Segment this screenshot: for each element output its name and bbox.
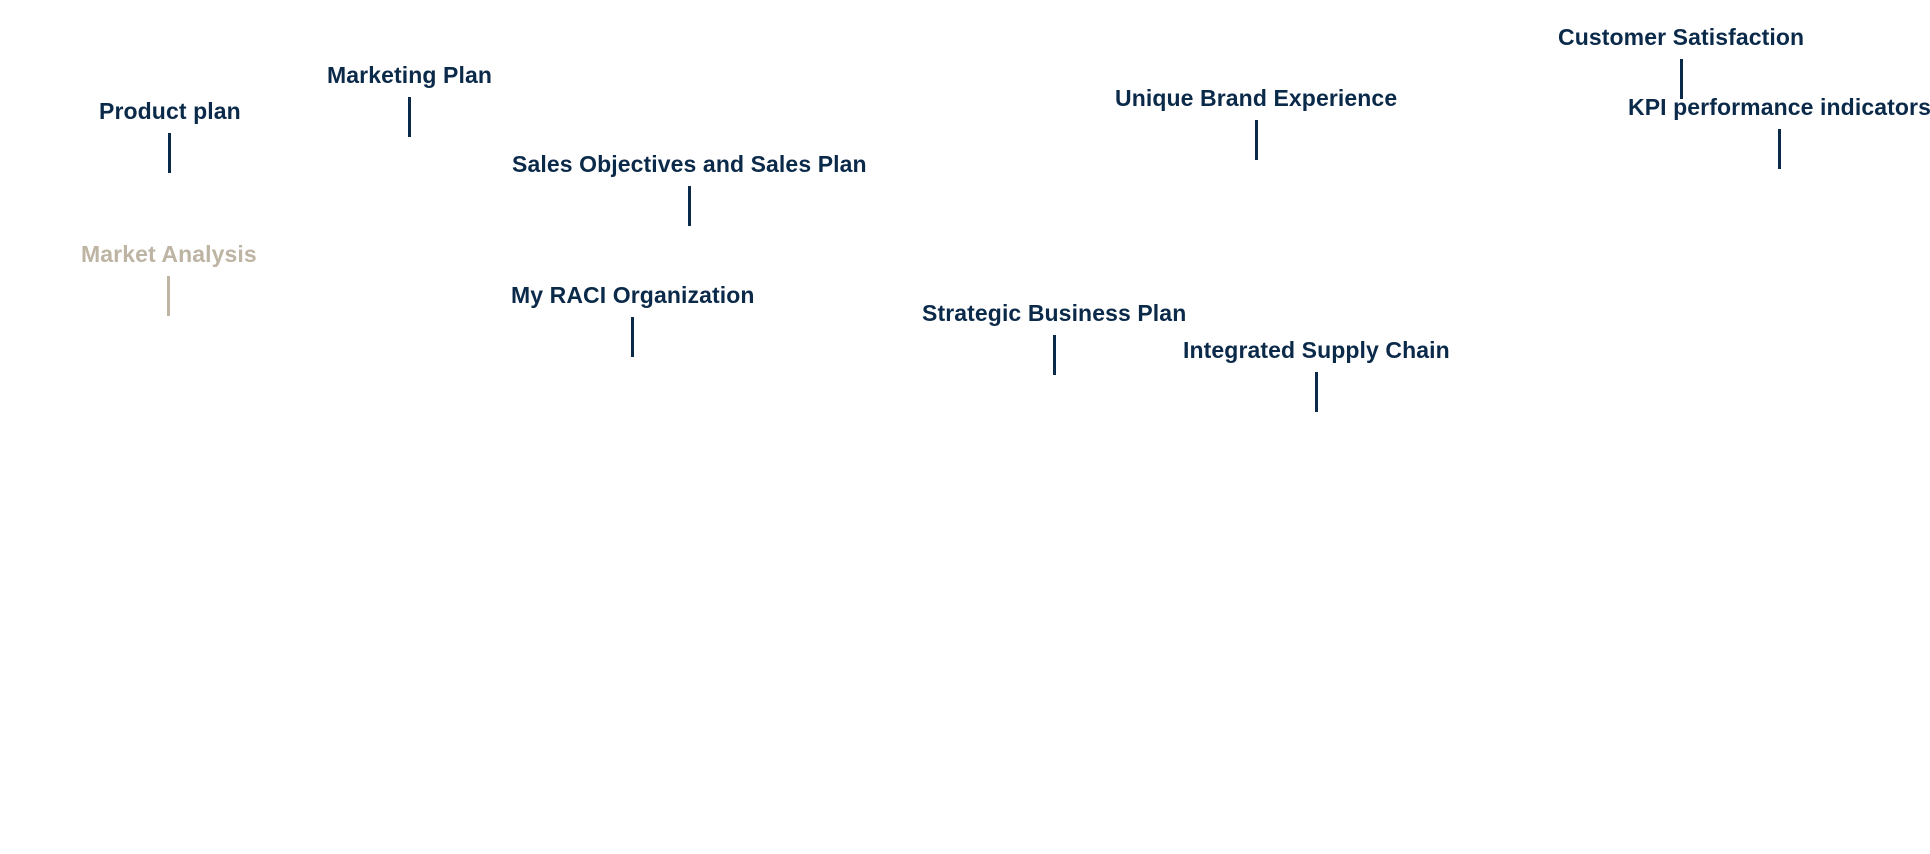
node-label: Market Analysis <box>81 241 257 267</box>
node-connector-line <box>408 97 411 137</box>
node-label: Marketing Plan <box>327 62 492 88</box>
node-label: Sales Objectives and Sales Plan <box>512 151 867 177</box>
node-connector-line <box>1777 129 1781 169</box>
node-label: Unique Brand Experience <box>1115 85 1398 111</box>
node-my-raci-organization[interactable]: My RACI Organization <box>511 281 755 357</box>
node-kpi-performance-indicators[interactable]: KPI performance indicators <box>1628 93 1930 169</box>
node-market-analysis[interactable]: Market Analysis <box>81 240 257 316</box>
node-sales-objectives-and-sales-plan[interactable]: Sales Objectives and Sales Plan <box>512 150 867 226</box>
node-connector-line <box>631 317 635 357</box>
node-product-plan[interactable]: Product plan <box>99 97 241 173</box>
node-connector-line <box>1314 372 1318 412</box>
node-connector-line <box>687 186 691 226</box>
node-connector-line <box>1679 59 1683 99</box>
node-label: Strategic Business Plan <box>922 300 1187 326</box>
node-connector-line <box>1052 335 1056 375</box>
node-customer-satisfaction[interactable]: Customer Satisfaction <box>1558 23 1804 99</box>
node-connector-line <box>1254 120 1258 160</box>
node-strategic-business-plan[interactable]: Strategic Business Plan <box>922 299 1186 375</box>
node-unique-brand-experience[interactable]: Unique Brand Experience <box>1115 84 1397 160</box>
node-label: My RACI Organization <box>511 282 755 308</box>
node-integrated-supply-chain[interactable]: Integrated Supply Chain <box>1183 336 1450 412</box>
node-connector-line <box>167 276 171 316</box>
node-label: Customer Satisfaction <box>1558 24 1805 50</box>
node-connector-line <box>168 133 172 173</box>
node-marketing-plan[interactable]: Marketing Plan <box>327 61 492 137</box>
node-label: Integrated Supply Chain <box>1183 337 1450 363</box>
node-label: KPI performance indicators <box>1628 94 1930 120</box>
node-label: Product plan <box>99 98 241 124</box>
